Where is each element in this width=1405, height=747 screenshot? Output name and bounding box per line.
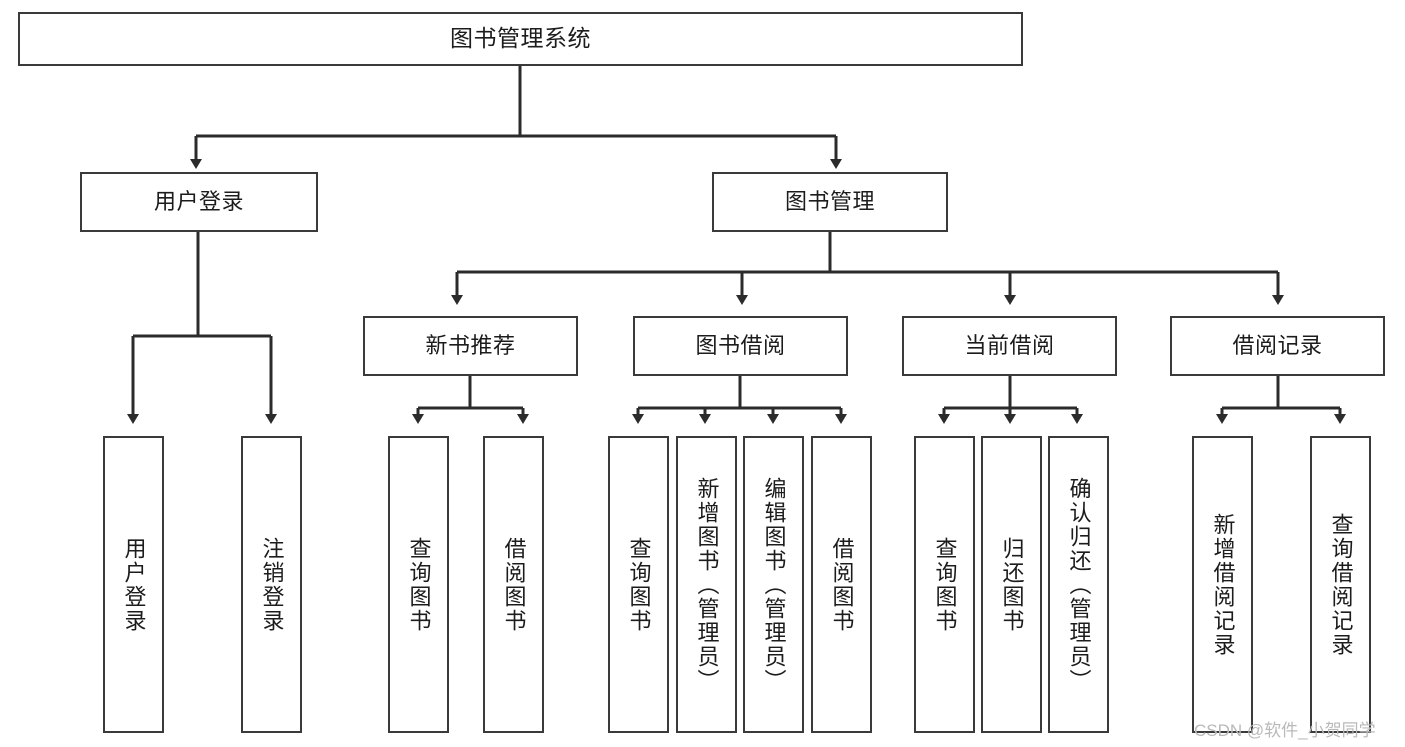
node-label: 新增借阅记录 xyxy=(1210,512,1236,657)
node-label: 用户登录 xyxy=(121,536,147,633)
node-book-borrow[interactable]: 图书借阅 xyxy=(633,316,848,376)
node-label: 新书推荐 xyxy=(425,333,516,359)
leaf-new-book-borrow-book[interactable]: 借阅图书 xyxy=(483,436,544,733)
node-label: 用户登录 xyxy=(153,189,244,215)
node-new-book-recommend[interactable]: 新书推荐 xyxy=(363,316,578,376)
node-label: 注销登录 xyxy=(259,536,285,633)
leaf-user-login-login[interactable]: 用户登录 xyxy=(103,436,164,733)
node-label: 新增图书（管理员） xyxy=(694,476,720,693)
node-user-login[interactable]: 用户登录 xyxy=(80,172,318,232)
node-label: 查询图书 xyxy=(932,536,958,633)
node-label: 当前借阅 xyxy=(964,333,1055,359)
node-label: 确认归还（管理员） xyxy=(1066,476,1092,693)
node-borrow-record[interactable]: 借阅记录 xyxy=(1170,316,1385,376)
leaf-book-borrow-query-book[interactable]: 查询图书 xyxy=(608,436,669,733)
node-label: 编辑图书（管理员） xyxy=(761,476,787,693)
leaf-borrow-record-query-record[interactable]: 查询借阅记录 xyxy=(1310,436,1371,733)
node-label: 图书管理系统 xyxy=(450,25,591,52)
leaf-book-borrow-borrow-book[interactable]: 借阅图书 xyxy=(811,436,872,733)
watermark: CSDN @软件_小贺同学 xyxy=(1194,721,1376,740)
node-label: 查询图书 xyxy=(626,536,652,633)
leaf-new-book-query-book[interactable]: 查询图书 xyxy=(388,436,449,733)
node-label: 借阅图书 xyxy=(501,536,527,633)
leaf-book-borrow-edit-book-admin[interactable]: 编辑图书（管理员） xyxy=(743,436,804,733)
leaf-book-borrow-add-book-admin[interactable]: 新增图书（管理员） xyxy=(676,436,737,733)
leaf-user-login-logout[interactable]: 注销登录 xyxy=(241,436,302,733)
node-root-book-management-system[interactable]: 图书管理系统 xyxy=(18,12,1023,66)
leaf-current-borrow-confirm-return-admin[interactable]: 确认归还（管理员） xyxy=(1048,436,1109,733)
leaf-current-borrow-return-book[interactable]: 归还图书 xyxy=(981,436,1042,733)
leaf-current-borrow-query-book[interactable]: 查询图书 xyxy=(914,436,975,733)
node-label: 归还图书 xyxy=(999,536,1025,633)
node-label: 借阅图书 xyxy=(829,536,855,633)
node-label: 图书管理 xyxy=(784,189,875,215)
node-current-borrow[interactable]: 当前借阅 xyxy=(902,316,1117,376)
node-label: 查询借阅记录 xyxy=(1328,512,1354,657)
node-label: 借阅记录 xyxy=(1232,333,1323,359)
node-label: 查询图书 xyxy=(406,536,432,633)
leaf-borrow-record-add-record[interactable]: 新增借阅记录 xyxy=(1192,436,1253,733)
node-label: 图书借阅 xyxy=(695,333,786,359)
node-book-management[interactable]: 图书管理 xyxy=(712,172,948,232)
